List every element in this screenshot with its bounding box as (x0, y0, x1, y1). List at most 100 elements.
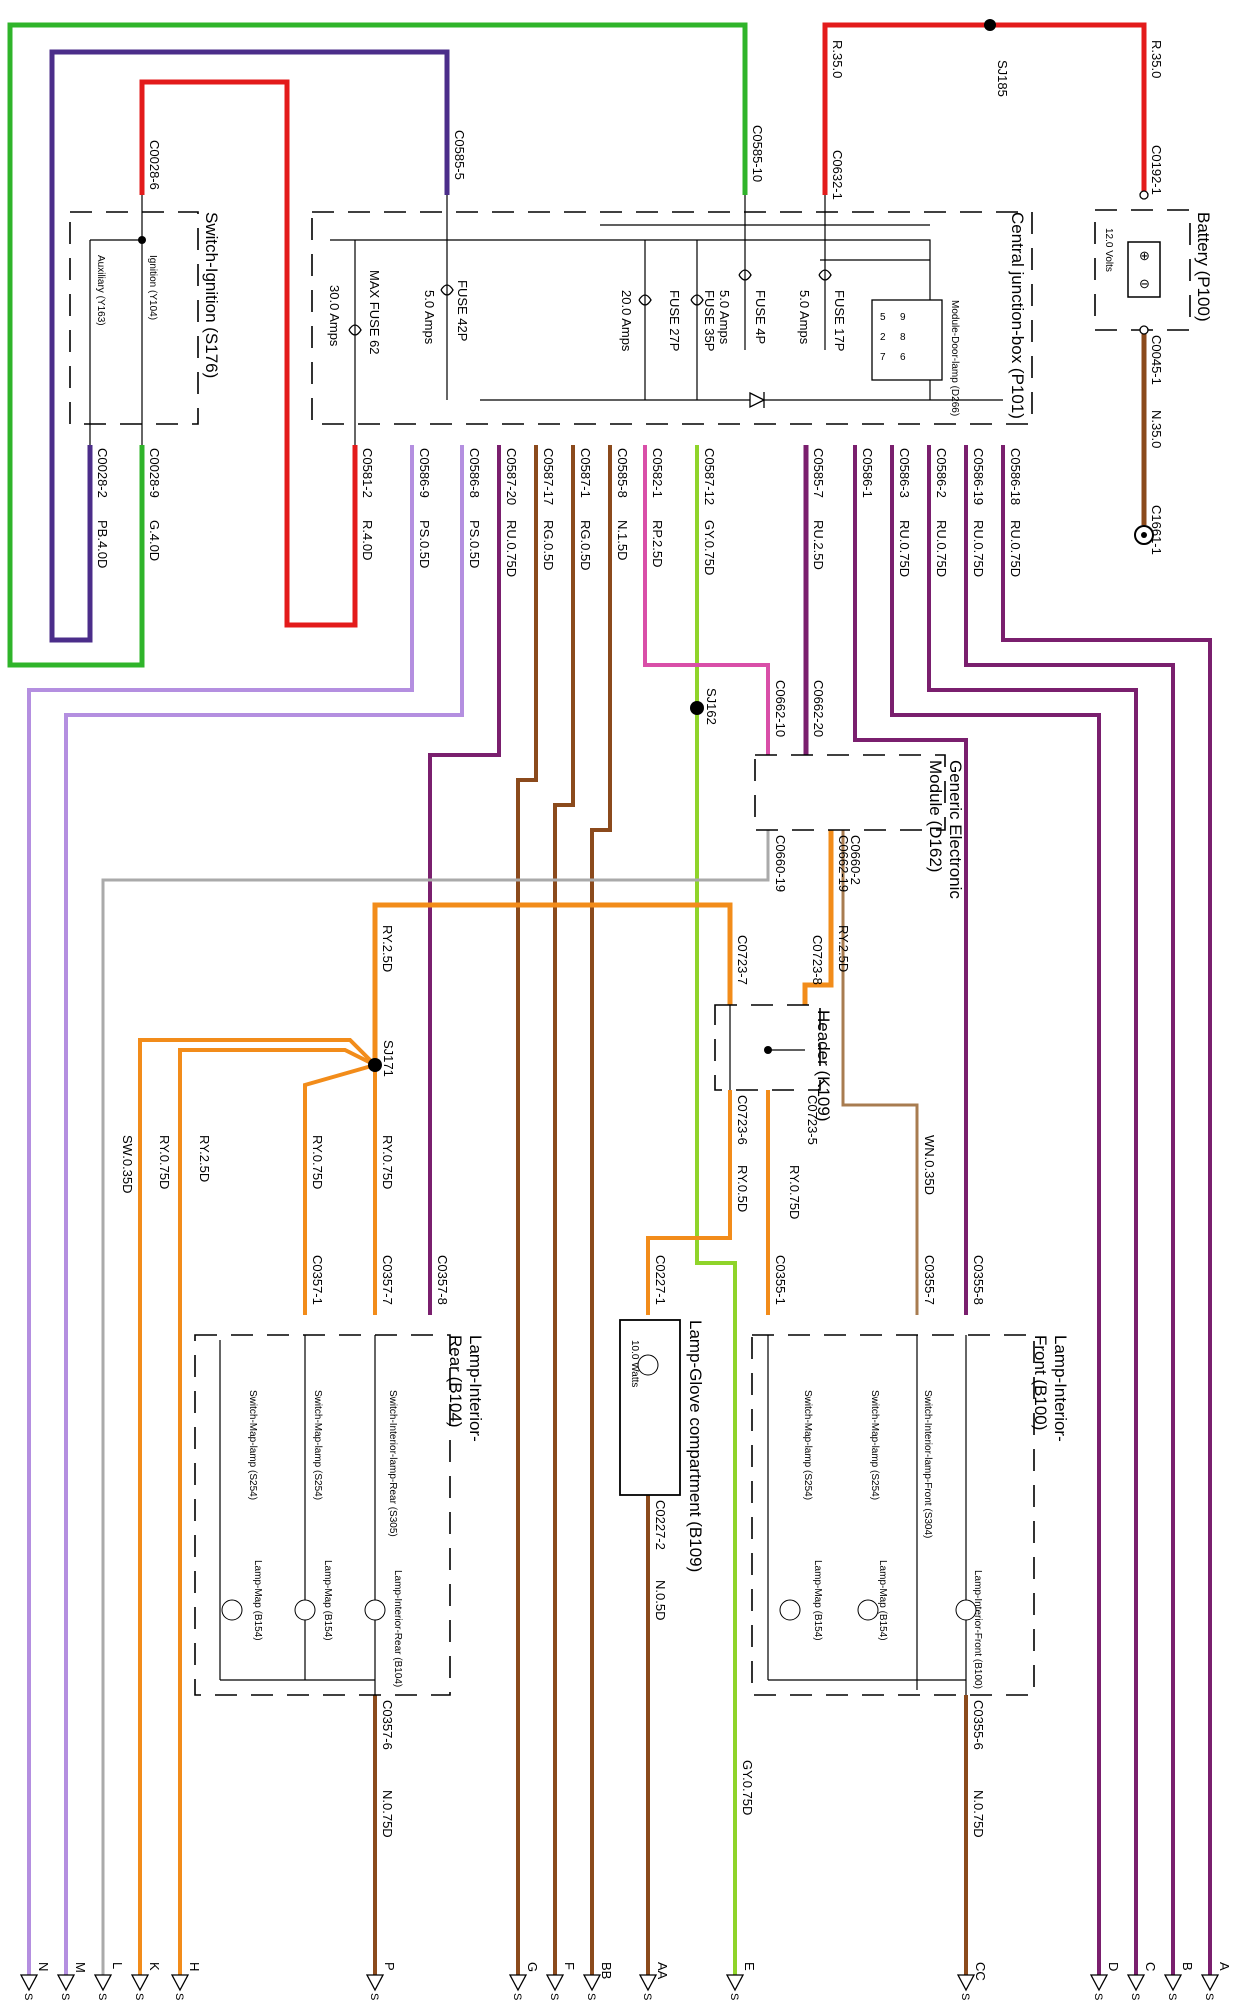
wire-ps05-to-n (27, 445, 414, 1975)
svg-text:RY.2.5D: RY.2.5D (836, 925, 851, 972)
svg-text:C0028-2: C0028-2 (95, 448, 110, 498)
svg-text:SW.0.35D: SW.0.35D (120, 1135, 135, 1194)
splice-sj171-label: SJ171 (381, 1040, 396, 1077)
output-sheet-label: Sheet3 (59, 1993, 71, 2000)
output-letter: H (187, 1962, 202, 1971)
battery-minus-icon: ⊖ (1139, 276, 1150, 291)
fuse-17p: FUSE 17P 5.0 Amps (797, 195, 847, 351)
output-sheet-label: Sheet2 (1166, 1993, 1178, 2000)
cjb-title: Central junction-box (P101) (1008, 212, 1027, 419)
svg-text:5.0 Amps: 5.0 Amps (797, 290, 812, 345)
output-arrow-icon (508, 1974, 528, 1992)
max-fuse-62: MAX FUSE 62 30.0 Amps (327, 240, 382, 445)
svg-text:N.1.5D: N.1.5D (615, 520, 630, 560)
svg-text:6: 6 (900, 352, 906, 363)
svg-text:RG.0.5D: RG.0.5D (578, 520, 593, 571)
wire-ry075-sj171-rear2 (303, 1063, 376, 1315)
output-sheet-label: Sheet3 (96, 1993, 108, 2000)
svg-text:C0585-10: C0585-10 (750, 125, 765, 182)
output-letter: N (36, 1962, 51, 1971)
svg-text:Lamp-Glove compartment (B109): Lamp-Glove compartment (B109) (686, 1320, 705, 1572)
svg-text:C0723-5: C0723-5 (805, 1095, 820, 1145)
svg-text:C0357-6: C0357-6 (380, 1700, 395, 1750)
svg-text:Switch-Map-lamp (S254): Switch-Map-lamp (S254) (802, 1390, 813, 1500)
output-arrow-icon (365, 1974, 385, 1992)
output-letter: F (562, 1962, 577, 1970)
svg-text:FUSE 27P: FUSE 27P (667, 290, 682, 351)
output-arrow-icon (1200, 1974, 1220, 1992)
output-arrow-icon (1163, 1974, 1183, 1992)
output-arrows: ASheet2BSheet2CSheet2DSheet2CCSheet3EShe… (19, 1962, 1232, 2005)
svg-text:RY.0.5D: RY.0.5D (735, 1165, 750, 1212)
lamp-bulb-icon (955, 1599, 977, 1621)
fuse-27p: FUSE 27P 20.0 Amps (619, 240, 682, 400)
wire-ru075-to-c (927, 445, 1138, 1975)
wire-ry25-gem-header (802, 830, 834, 1005)
output-letter: D (1106, 1962, 1121, 1971)
connector-labels: C0632-1 C0585-10 C0585-5 C0028-6 C0586-1… (95, 125, 1023, 1750)
wire-ry25-header-sj171 (372, 902, 733, 1065)
svg-text:C0355-6: C0355-6 (971, 1700, 986, 1750)
wire-ru075-rear-lamp (428, 445, 501, 1315)
svg-text:RY.0.75D: RY.0.75D (380, 1135, 395, 1189)
svg-text:RU.0.75D: RU.0.75D (1008, 520, 1023, 577)
svg-text:Switch-Map-lamp (S254): Switch-Map-lamp (S254) (247, 1390, 258, 1500)
lamp-glove-compartment-b109: Lamp-Glove compartment (B109) 10.0 Watts (619, 1319, 705, 1572)
svg-text:C0632-1: C0632-1 (830, 150, 845, 200)
switch-ignition-s176: Switch-Ignition (S176) Ignition (Y104) A… (69, 195, 221, 445)
central-junction-box: Central junction-box (P101) FUSE 17P 5.0… (311, 195, 1033, 445)
svg-text:Module-Door-lamp (D266): Module-Door-lamp (D266) (949, 300, 960, 416)
svg-text:8: 8 (900, 332, 906, 343)
svg-text:C0357-7: C0357-7 (380, 1255, 395, 1305)
battery-conn-top: C0192-1 (1149, 145, 1164, 195)
output-sheet-label: Sheet3 (511, 1993, 523, 2000)
output-sheet-label: Sheet2 (641, 1993, 653, 2000)
battery-ground-label: C1661-1 (1149, 505, 1164, 555)
splice-sj185 (984, 19, 996, 31)
svg-text:PS.0.5D: PS.0.5D (417, 520, 432, 568)
output-arrow-icon (638, 1974, 658, 1992)
wire-green-ignition-loop (7, 22, 748, 668)
svg-text:5.0 Amps: 5.0 Amps (422, 290, 437, 345)
svg-text:RY.2.5D: RY.2.5D (197, 1135, 212, 1182)
output-arrow-icon (956, 1974, 976, 1992)
output-arrow-icon (582, 1974, 602, 1992)
svg-text:C0586-3: C0586-3 (897, 448, 912, 498)
svg-text:RU.0.75D: RU.0.75D (971, 520, 986, 577)
svg-text:20.0 Amps: 20.0 Amps (619, 290, 634, 352)
svg-text:Lamp-Interior-Rear (B104): Lamp-Interior-Rear (B104) (392, 1570, 403, 1687)
svg-text:FUSE 4P: FUSE 4P (753, 290, 768, 344)
output-sheet-label: Sheet3 (173, 1993, 185, 2000)
output-letter: G (525, 1962, 540, 1972)
wire-ry25-to-h (178, 1048, 376, 1975)
svg-text:Switch-Map-lamp (S254): Switch-Map-lamp (S254) (312, 1390, 323, 1500)
wire-rp25-gem (643, 445, 770, 755)
wire-rg05-to-f (553, 445, 575, 1975)
wire-ps05-to-m (64, 445, 464, 1975)
wire-ry05-header-glove (646, 1090, 732, 1315)
output-sheet-label: Sheet3 (133, 1993, 145, 2000)
svg-text:C0586-9: C0586-9 (417, 448, 432, 498)
battery-wire-bottom: N.35.0 (1149, 410, 1164, 448)
lamp-bulb-icon (294, 1599, 316, 1621)
output-sheet-label: Sheet2 (1203, 1993, 1215, 2000)
svg-text:C0587-20: C0587-20 (504, 448, 519, 505)
svg-text:Lamp-Interior-: Lamp-Interior- (466, 1335, 485, 1442)
svg-text:C0723-7: C0723-7 (735, 935, 750, 985)
battery-plus-icon: ⊕ (1139, 248, 1150, 263)
svg-text:2: 2 (880, 332, 886, 343)
lamp-bulb-icon (221, 1599, 243, 1621)
battery-conn-bottom: C0045-1 (1149, 335, 1164, 385)
svg-text:MAX FUSE 62: MAX FUSE 62 (367, 270, 382, 355)
output-letter: M (73, 1962, 88, 1973)
output-letter: BB (599, 1962, 614, 1979)
diode-icon (749, 391, 766, 409)
svg-text:Generic Electronic: Generic Electronic (946, 760, 965, 899)
wire-ru075-front-lamp (853, 445, 968, 1315)
wire-ru075-to-b (964, 445, 1175, 1975)
svg-text:Switch-Ignition (S176): Switch-Ignition (S176) (202, 212, 221, 378)
wire-labels: RU.0.75D RU.0.75D RU.0.75D RU.0.75D RU.2… (95, 520, 1023, 1838)
svg-text:C0586-1: C0586-1 (860, 448, 875, 498)
fuse-35p: FUSE 35P 5.0 Amps (690, 240, 732, 400)
